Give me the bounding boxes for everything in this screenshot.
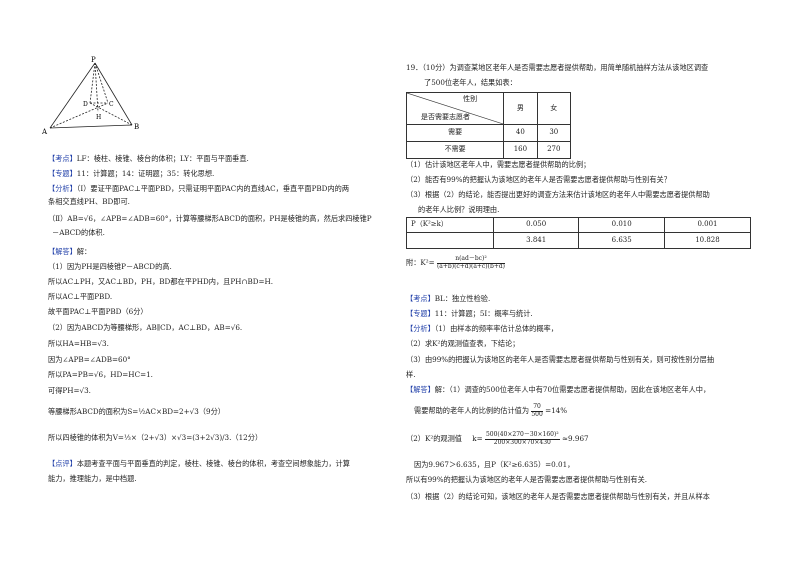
- answer-line8: 所以PA=PB=√6，HD=HC=1.: [48, 370, 153, 379]
- row-female: 30: [536, 124, 572, 142]
- sub-question-3: （3）根据（2）的结论，能否提出更好的调查方法来估计该地区的老年人中需要志愿者提…: [406, 190, 710, 199]
- table-row: 3.841 6.635 10.828: [406, 232, 752, 249]
- table-cell: 6.635: [578, 232, 665, 249]
- question-title: 19．（10分）为调查某地区老年人是否需要志愿者提供帮助，用简单随机抽样方法从该…: [406, 63, 709, 72]
- table-row: P（K²≥k） 0.050 0.010 0.001: [406, 217, 752, 233]
- pyramid-figure: P D C H A B: [41, 56, 139, 135]
- table-cell: 0.050: [492, 217, 580, 233]
- table-cell: P（K²≥k）: [406, 217, 494, 233]
- header-diagonal-cell: 性别 是否需要志愿者: [405, 92, 505, 125]
- sub-question-2: （2）能否有99%的把握认为该地区的老年人是否需要志愿者提供帮助与性别有关？: [406, 175, 671, 184]
- survey-table: 性别 是否需要志愿者 男 女 需要 40 30 不需要 160 270: [405, 92, 572, 159]
- answer-line3: 所以AC⊥平面PBD.: [48, 292, 113, 301]
- jieda-right: 【解答】解：（1）调查的500位老年人中有70位需要志愿者提供帮助，因此在该地区…: [406, 385, 711, 394]
- table-row: 不需要 160 270: [405, 141, 572, 159]
- label-h: H: [96, 114, 101, 121]
- answer-line7: 因为∠APB=∠ADB=60°: [48, 355, 131, 364]
- table-row: 需要 40 30: [405, 124, 572, 142]
- label-p: P: [91, 56, 96, 64]
- table-cell: [406, 232, 494, 249]
- zhuanti-right: 【专题】11：计算题；5I：概率与统计.: [406, 309, 533, 318]
- sub-question-1: （1）估计该地区老年人中，需要志愿者提供帮助的比例；: [406, 160, 591, 169]
- dianping: 【点评】本题考查平面与平面垂直的判定，棱柱、棱锥、棱台的体积，考查空间想象能力，…: [48, 459, 350, 468]
- fenxi-right-line4: 样.: [406, 370, 416, 379]
- table-cell: 10.828: [663, 232, 752, 249]
- fenxi-line3: （Ⅱ）AB=√6，∠APB=∠ADB=60°，计算等腰梯形ABCD的面积，PH是…: [48, 214, 372, 223]
- answer-line2: 所以AC⊥PH，又AC⊥BD，PH，BD都在平PHD内，且PH∩BD=H.: [48, 277, 274, 286]
- row-label: 不需要: [405, 141, 505, 159]
- answer-line4: 故平面PAC⊥平面PBD（6分）: [48, 307, 148, 316]
- row-male: 160: [503, 141, 538, 159]
- question-title-line2: 了500位老年人，结果如表：: [424, 78, 517, 87]
- header-male: 男: [503, 92, 538, 125]
- fenxi-right-line3: （3）由99%的把握认为该地区的老年人是否需要志愿者提供帮助与性别有关，则可按性…: [406, 355, 715, 364]
- appendix-formula: 附：K²= n(ad－bc)²(a+b)(c+d)(a+c)(b+d): [406, 255, 506, 270]
- zhuanti: 【专题】11：计算题；14：证明题；35：转化思想.: [48, 169, 215, 178]
- k2-fraction: n(ad－bc)²(a+b)(c+d)(a+c)(b+d): [436, 255, 506, 270]
- sub-question-3-line2: 的老年人比例？说明理由.: [418, 205, 500, 214]
- fenxi-right-line2: （2）求K²的观测值查表，下结论；: [406, 339, 520, 348]
- label-b: B: [134, 123, 139, 131]
- header-need: 是否需要志愿者: [421, 112, 470, 121]
- header-gender: 性别: [463, 95, 478, 103]
- answer-line9: 可得PH=√3.: [48, 386, 91, 395]
- table-cell: 3.841: [492, 232, 580, 249]
- answer-right-line4: 因为9.967＞6.635，且P（K²≥6.635）=0.01，: [414, 460, 575, 469]
- label-c: C: [109, 101, 114, 108]
- label-d: D: [83, 101, 88, 108]
- table-cell: 0.010: [578, 217, 665, 233]
- table-cell: 0.001: [663, 217, 752, 233]
- chi-square-table: P（K²≥k） 0.050 0.010 0.001 3.841 6.635 10…: [406, 217, 752, 249]
- fenxi-right: 【分析】（1）由样本的频率率估计总体的概率，: [406, 324, 558, 333]
- row-male: 40: [503, 124, 538, 142]
- row-female: 270: [536, 141, 572, 159]
- appendix-label: 附：K²=: [406, 258, 435, 268]
- answer-line5: （2）因为ABCD为等腰梯形，AB∥CD，AC⊥BD，AB=√6.: [48, 323, 243, 332]
- kaodian-right: 【考点】BL：独立性检验.: [406, 294, 491, 303]
- fenxi-line4: －ABCD的体积.: [52, 228, 105, 237]
- fenxi-line2: 条相交直线PH、BD即可.: [48, 197, 130, 206]
- dianping-line2: 能力，推理能力，是中档题.: [48, 474, 137, 483]
- label-a: A: [41, 128, 48, 135]
- jieda: 【解答】解：: [48, 247, 92, 256]
- answer-right-line5: 所以有99%的把握认为该地区的老年人是否需要志愿者提供帮助与性别有关.: [406, 475, 648, 484]
- answer-right-line6: （3）根据（2）的结论可知，该地区的老年人是否需要志愿者提供帮助与性别有关，并且…: [406, 492, 710, 501]
- header-female: 女: [536, 92, 572, 125]
- answer-line1: （1）因为PH是四棱锥P－ABCD的高.: [48, 262, 172, 271]
- answer-line11: 所以四棱锥的体积为V=⅓×（2+√3）×√3=(3+2√3)/3.（12分）: [48, 433, 263, 442]
- kaodian: 【考点】LF：棱柱、棱锥、棱台的体积；LY：平面与平面垂直.: [48, 154, 249, 163]
- answer-line6: 所以HA=HB=√3.: [48, 339, 109, 348]
- answer-line10: 等腰梯形ABCD的面积为S=½AC×BD=2+√3（9分）: [48, 407, 225, 416]
- row-label: 需要: [405, 124, 505, 142]
- fenxi: 【分析】（Ⅰ）要证平面PAC⊥平面PBD，只需证明平面PAC内的直线AC，垂直平…: [48, 184, 350, 193]
